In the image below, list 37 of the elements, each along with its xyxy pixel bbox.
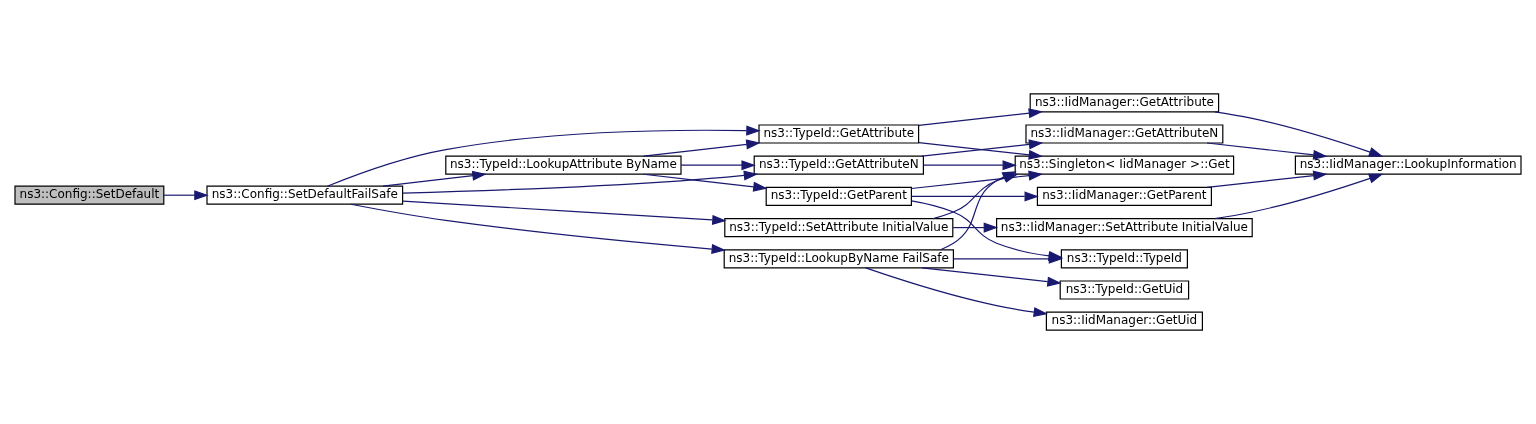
arrow <box>918 108 1044 126</box>
node-box: ns3::TypeId::SetAttribute InitialValue <box>724 218 954 238</box>
arrow <box>865 267 1048 318</box>
arrow <box>1206 142 1328 160</box>
arrow <box>382 170 487 187</box>
node-box: ns3::IidManager::GetAttribute <box>1029 93 1220 113</box>
node-box: ns3::Singleton< IidManager >::Get <box>1014 155 1235 175</box>
arrow <box>952 222 999 233</box>
node-box: ns3::TypeId::LookupAttribute ByName <box>445 155 682 175</box>
node-box: ns3::Config::SetDefaultFailSafe <box>206 185 404 205</box>
node-box: ns3::TypeId::GetAttribute <box>758 124 920 144</box>
arrow <box>922 160 1017 171</box>
arrow <box>326 125 761 187</box>
node-box: ns3::TypeId::GetAttributeN <box>753 155 924 175</box>
node-box: ns3::TypeId::TypeId <box>1060 249 1188 269</box>
node-box: ns3::IidManager::LookupInformation <box>1294 155 1522 175</box>
arrow <box>680 160 756 171</box>
node-box: ns3::IidManager::GetUid <box>1045 311 1203 331</box>
node-box: ns3::Config::SetDefault <box>14 185 165 205</box>
arrow <box>350 203 726 255</box>
arrow <box>642 139 761 157</box>
arrow <box>1206 170 1328 188</box>
node-box: ns3::IidManager::GetParent <box>1036 186 1212 206</box>
arrow <box>910 191 1039 202</box>
arrow <box>402 170 759 194</box>
node-box: ns3::TypeId::LookupByName FailSafe <box>723 249 954 269</box>
node-box: ns3::IidManager::GetAttributeN <box>1025 124 1224 144</box>
arrow <box>921 267 1062 287</box>
arrow <box>952 253 1064 264</box>
arrow <box>1214 111 1384 157</box>
arrow <box>402 200 727 225</box>
node-box: ns3::TypeId::GetParent <box>765 186 912 206</box>
arrow <box>642 173 768 192</box>
arrow <box>1214 173 1384 220</box>
node-box: ns3::TypeId::GetUid <box>1059 280 1190 300</box>
arrow <box>163 190 209 201</box>
node-box: ns3::IidManager::SetAttribute InitialValue <box>996 218 1253 238</box>
